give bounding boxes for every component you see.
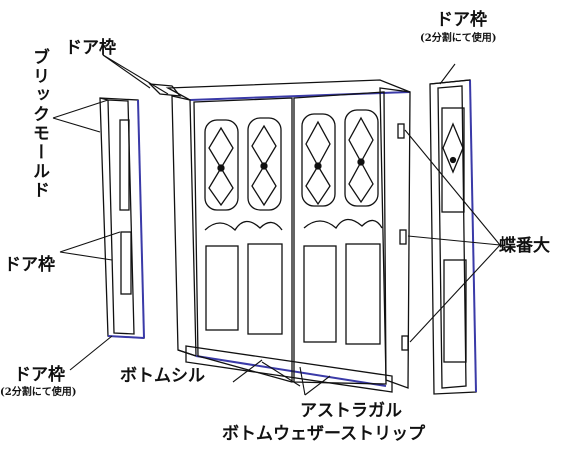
left-door-leaf [193, 97, 293, 383]
hinges [397, 123, 409, 351]
label-astragal: アストラガル [300, 401, 402, 421]
label-split-note-right: (2分割にて使用) [420, 33, 497, 44]
label-bottom-sill: ボトムシル [120, 366, 205, 386]
head-frame [148, 79, 411, 101]
label-brick-mould: ブリックモールド [29, 48, 49, 200]
label-bottom-weatherstrip: ボトムウェザーストリップ [222, 424, 426, 444]
door-unit-frame [171, 87, 411, 393]
label-door-frame-bottom-left: ドア枠 [14, 365, 65, 385]
right-door-frame-piece [429, 79, 477, 395]
label-door-frame-left: ドア枠 [4, 255, 55, 275]
label-split-note-left: (2分割にて使用) [0, 387, 77, 398]
leader-lines [52, 54, 501, 396]
label-door-frame-top-right: ドア枠 [436, 10, 487, 30]
left-door-frame-piece [99, 97, 145, 339]
label-hinge: 蝶番大 [499, 236, 550, 256]
right-door-leaf [293, 91, 387, 385]
label-door-frame-top-left: ドア枠 [65, 38, 116, 58]
